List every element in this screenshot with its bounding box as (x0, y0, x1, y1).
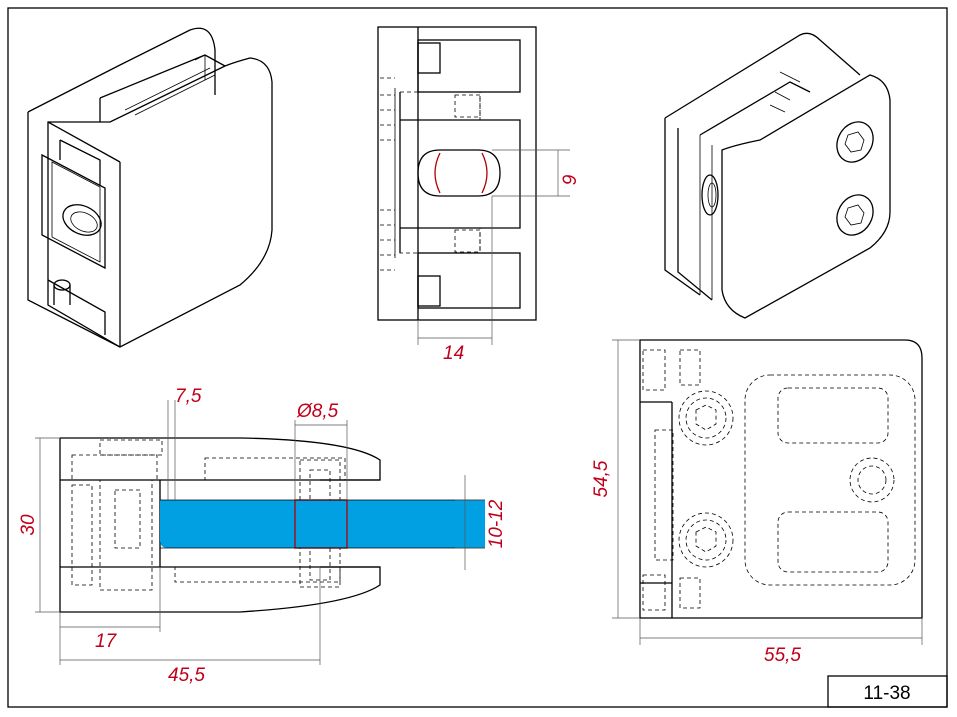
dim-overall-height: 30 (18, 514, 39, 536)
drawing-code: 11-38 (863, 683, 910, 704)
dim-glass-thickness: 10-12 (486, 499, 507, 548)
top-view (377, 26, 570, 345)
dim-top-width: 14 (443, 343, 464, 364)
glass-pane (160, 500, 485, 548)
dim-top-slot-height: 9 (560, 174, 581, 185)
dim-face-height: 54,5 (591, 460, 612, 497)
side-section-view (35, 400, 485, 665)
isometric-view-right (664, 32, 891, 319)
title-block (827, 675, 948, 708)
dim-lock-offset: 7,5 (175, 386, 202, 407)
isometric-view-left (27, 27, 273, 348)
dim-bore-diameter: Ø8,5 (296, 401, 339, 422)
dim-depth-total: 45,5 (168, 665, 205, 686)
dim-depth-short: 17 (95, 631, 118, 652)
dim-face-width: 55,5 (764, 645, 801, 666)
front-face-view (612, 339, 923, 645)
sheet-border (7, 7, 948, 708)
